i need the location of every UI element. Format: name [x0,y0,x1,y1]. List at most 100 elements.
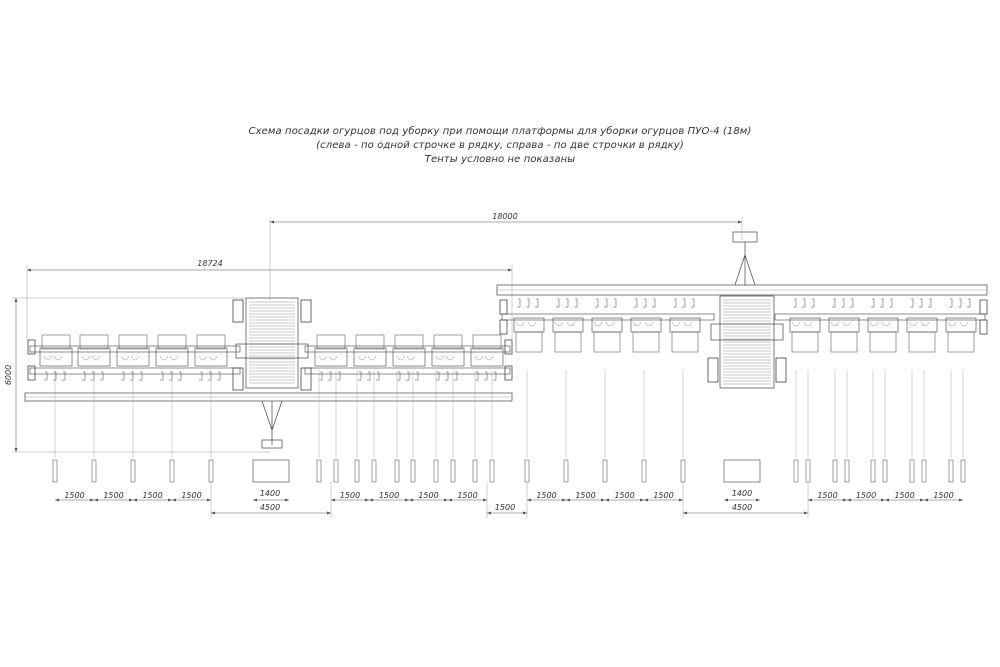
cup-outline [81,355,101,361]
tray-body [116,347,150,367]
dim-arrow [172,498,211,502]
plant-row [870,459,876,483]
tray-bin [671,331,699,353]
plant-row [333,459,339,483]
dim-arrow [133,498,172,502]
tray-bin [632,331,660,353]
end-block [27,339,36,355]
end-block [979,299,988,315]
cup-outline [159,355,179,361]
dim-arrow [885,498,924,502]
dim-arrow [331,498,369,502]
hook [217,371,221,381]
hook [832,298,836,308]
hook [634,298,638,308]
cup-outline [435,355,455,361]
planting-beds [52,370,966,483]
hook [121,371,125,381]
plant-row [563,459,569,483]
hook [406,371,410,381]
plant-row [91,459,97,483]
tray-bin [830,331,858,353]
plant-row [394,459,400,483]
wheel-right-low [300,367,312,391]
plant-row [472,459,478,483]
hook [493,371,497,381]
plant-row [921,459,927,483]
cup-outline [593,321,615,327]
hook [376,371,380,381]
hook [130,371,134,381]
tray-top [157,334,187,350]
hook [82,371,86,381]
drawbar [734,242,756,286]
hook [850,298,854,308]
tray-body [39,347,73,367]
hook [517,298,521,308]
hook [565,298,569,308]
conveyor-frame [245,297,299,389]
row-spacing-label: 1500 [142,491,162,500]
rail-left [29,345,241,353]
hook [328,371,332,381]
hook [535,298,539,308]
cup-outline [830,321,852,327]
hook [691,298,695,308]
hook [880,298,884,308]
tray-top [472,334,502,350]
dim-middle-gap: 1500 [495,503,515,512]
plant-row [882,459,888,483]
dim-span-18000: 18000 [492,212,517,221]
dim-arrow [605,498,644,502]
row-spacing-label: 1500 [817,491,837,500]
row-spacing-label: 1500 [894,491,914,500]
hook [928,298,932,308]
plant-row [602,459,608,483]
end-block [27,365,36,381]
plant-row [354,459,360,483]
tray-top [316,334,346,350]
hook [484,371,488,381]
plant-row [909,459,915,483]
dimension-lines: 18000 18724 6000 4500 4500 1500 1400 140… [4,212,963,518]
tray-bin [869,331,897,353]
hook [445,371,449,381]
end-block [504,365,513,381]
hook [604,298,608,308]
plant-row [948,459,954,483]
cup-outline [120,355,140,361]
dim-arrow [55,498,94,502]
cup-outline [396,355,416,361]
dim-arrow [924,498,963,502]
dim-arrow [369,498,409,502]
tray-bin [593,331,621,353]
hook [949,298,953,308]
wheel-left [232,299,244,323]
rail-left [501,313,715,321]
hook [367,371,371,381]
hook [169,371,173,381]
rail-left-low [29,367,241,375]
plant-row [641,459,647,483]
conveyor-frame [719,295,775,389]
hook [160,371,164,381]
dim-overall-18724: 18724 [197,259,222,268]
hook [100,371,104,381]
hook [397,371,401,381]
hook [199,371,203,381]
cup-outline [908,321,930,327]
tray-top [394,334,424,350]
row-spacing-label: 1500 [103,491,123,500]
hook [319,371,323,381]
plant-row [371,459,377,483]
rail-right [774,313,986,321]
hook [436,371,440,381]
row-spacing-label: 1500 [181,491,201,500]
dim-arrow [724,498,760,502]
hook [613,298,617,308]
tray-body [194,347,228,367]
plant-row [805,459,811,483]
hook [652,298,656,308]
hook [475,371,479,381]
